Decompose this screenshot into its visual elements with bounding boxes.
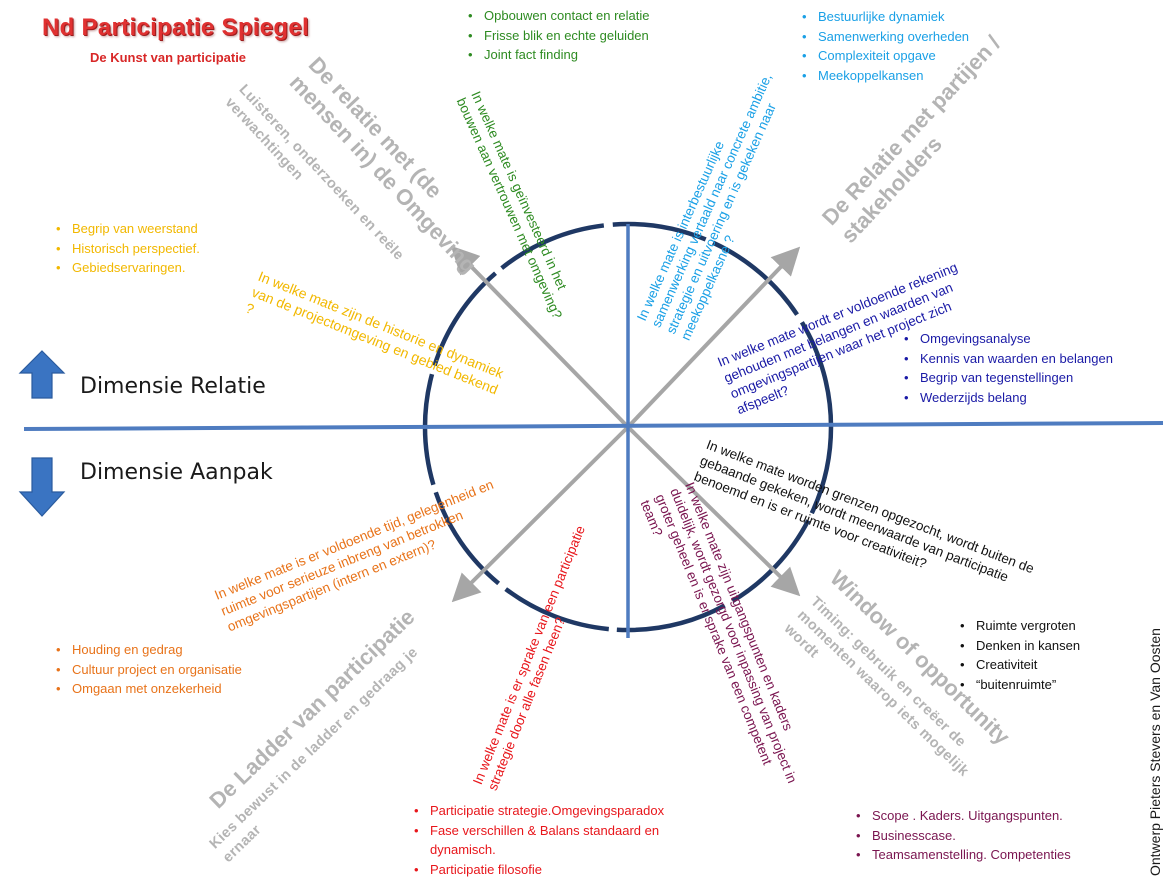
list-ruimte: Ruimte vergrotenDenken in kansenCreativi… <box>956 616 1080 694</box>
list-item: Fase verschillen & Balans standaard en <box>410 821 664 841</box>
list-item: Begrip van tegenstellingen <box>900 368 1113 388</box>
list-item: Denken in kansen <box>956 636 1080 656</box>
list-contact: Opbouwen contact en relatieFrisse blik e… <box>464 6 650 65</box>
list-item: Participatie filosofie <box>410 860 664 880</box>
dimension-aanpak-label: Dimensie Aanpak <box>80 460 273 485</box>
list-item: Samenwerking overheden <box>798 27 969 47</box>
list-strategie: Participatie strategie.OmgevingsparadoxF… <box>410 801 664 879</box>
page-title: Nd Participatie Spiegel <box>42 14 309 41</box>
list-item: Houding en gedrag <box>52 640 242 660</box>
list-item: dynamisch. <box>430 842 496 858</box>
list-item: Scope . Kaders. Uitgangspunten. <box>852 806 1071 826</box>
list-item: Kennis van waarden en belangen <box>900 349 1113 369</box>
list-item: Opbouwen contact en relatie <box>464 6 650 26</box>
credit-text: Ontwerp Pieters Stevers en Van Oosten <box>1147 628 1163 876</box>
list-item: Complexiteit opgave <box>798 46 969 66</box>
list-item: Teamsamenstelling. Competenties <box>852 845 1071 865</box>
spoke-southwest-arrow <box>451 425 630 603</box>
spoke-northwest-arrow <box>450 245 630 429</box>
list-item: Gebiedservaringen. <box>52 258 200 278</box>
arrow-up-icon <box>18 350 66 399</box>
arrow-down-icon <box>18 457 66 517</box>
list-item: Meekoppelkansen <box>798 66 969 86</box>
spoke-southeast-arrow <box>626 425 801 597</box>
list-item: Ruimte vergroten <box>956 616 1080 636</box>
list-historie: Begrip van weerstandHistorisch perspecti… <box>52 219 200 278</box>
list-item: “buitenruimte” <box>956 675 1080 695</box>
list-houding: Houding en gedragCultuur project en orga… <box>52 640 242 699</box>
list-item: Omgaan met onzekerheid <box>52 679 242 699</box>
list-item: Begrip van weerstand <box>52 219 200 239</box>
list-item: Bestuurlijke dynamiek <box>798 7 969 27</box>
list-item: Creativiteit <box>956 655 1080 675</box>
list-item: Omgevingsanalyse <box>900 329 1113 349</box>
list-omgeving: OmgevingsanalyseKennis van waarden en be… <box>900 329 1113 407</box>
list-bestuur: Bestuurlijke dynamiekSamenwerking overhe… <box>798 7 969 85</box>
axis-horizontal <box>23 421 1164 431</box>
spoke-northeast-arrow <box>626 246 801 429</box>
list-item: Historisch perspectief. <box>52 239 200 259</box>
page-subtitle: De Kunst van participatie <box>90 50 247 65</box>
dimension-relatie-label: Dimensie Relatie <box>80 374 266 399</box>
list-scope: Scope . Kaders. Uitgangspunten.Businessc… <box>852 806 1071 865</box>
list-item: Frisse blik en echte geluiden <box>464 26 650 46</box>
list-item: Cultuur project en organisatie <box>52 660 242 680</box>
list-item: Businesscase. <box>852 826 1071 846</box>
list-item: Participatie strategie.Omgevingsparadox <box>410 801 664 821</box>
list-item: Joint fact finding <box>464 45 650 65</box>
list-item: Wederzijds belang <box>900 388 1113 408</box>
